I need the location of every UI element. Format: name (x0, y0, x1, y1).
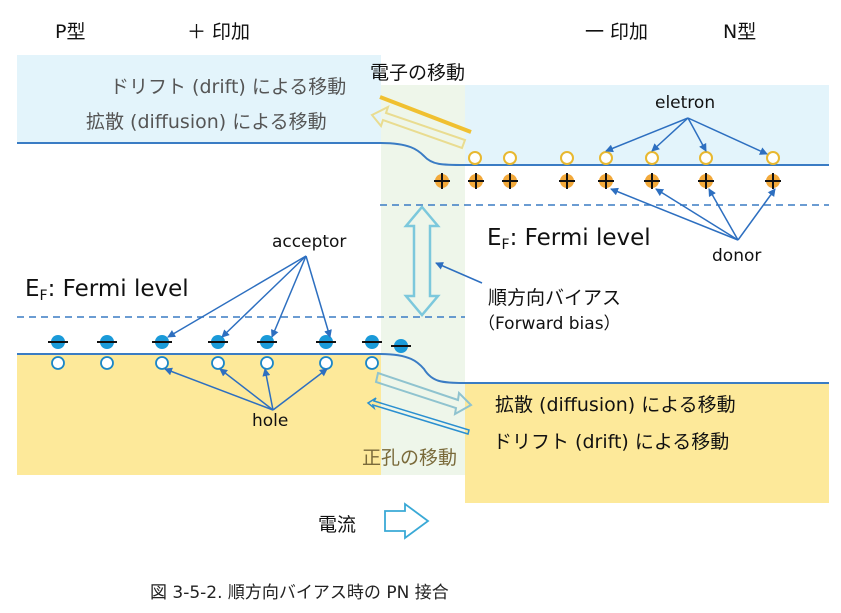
electron-circle (599, 151, 613, 165)
forward-bias-double-arrow (403, 205, 441, 317)
donor-pointer-arrow (708, 188, 739, 241)
electron-circle (468, 151, 482, 165)
n-conduction-band-region (465, 85, 829, 165)
hole-drift-label: ドリフト (drift) による移動 (493, 431, 730, 453)
electron-circle (699, 151, 713, 165)
electron-drift-arrow (379, 95, 472, 134)
hole-diffusion-label: 拡散 (diffusion) による移動 (495, 394, 736, 416)
hole-pointer-arrow (219, 368, 274, 411)
holes (51, 356, 379, 370)
electron-movement-title: 電子の移動 (370, 62, 466, 84)
electron-circle (560, 151, 574, 165)
hole-circle (260, 356, 274, 370)
donor-ion (502, 173, 518, 189)
fermi-subscript: F (39, 288, 48, 304)
acceptor-ion (97, 335, 117, 349)
acceptor-ion (316, 335, 336, 349)
hole-pointer-arrow (164, 367, 274, 411)
pointer-arrows (164, 117, 776, 411)
fermi-level-label-p: EF: Fermi level (25, 276, 189, 304)
electron-circle (503, 151, 517, 165)
donors (434, 173, 781, 189)
fermi-text: : Fermi level (47, 276, 189, 302)
donor-ion (598, 173, 614, 189)
acceptor-ion (208, 335, 228, 349)
acceptor-label: acceptor (272, 232, 347, 252)
donor-pointer-arrow (655, 188, 739, 241)
hole-circle (155, 356, 169, 370)
hole-circle (51, 356, 65, 370)
fermi-symbol: E (25, 276, 40, 302)
acceptor-pointer-arrow (271, 255, 307, 338)
electron-pointer-arrow (605, 117, 689, 153)
donor-pointer-arrow (737, 188, 776, 241)
donor-pointer-arrow (610, 187, 739, 241)
hole-movement-title: 正孔の移動 (362, 447, 458, 469)
valence-band-edge (17, 353, 829, 384)
donor-ion (434, 173, 450, 189)
forward-bias-label: 順方向バイアス (488, 287, 622, 309)
electron-diffusion-arrow (370, 105, 467, 150)
electrons (468, 151, 780, 165)
forward-bias-en-label: （Forward bias） (478, 314, 621, 334)
electron-drift-label: ドリフト (drift) による移動 (110, 76, 347, 98)
acceptor-ion (362, 335, 382, 349)
electron-diffusion-label: 拡散 (diffusion) による移動 (86, 111, 327, 133)
current-label: 電流 (318, 514, 357, 536)
electron-pointer-arrow (687, 117, 768, 155)
hole-circle (365, 356, 379, 370)
minus-applied-label: 一 印加 (585, 21, 649, 43)
current-arrow (384, 502, 430, 540)
hole-pointer-arrow (262, 368, 274, 411)
fermi-symbol: E (487, 225, 502, 251)
fermi-subscript: F (501, 237, 510, 253)
hole-circle (319, 356, 333, 370)
forward-bias-pointer (435, 262, 483, 284)
donor-label: donor (712, 246, 762, 266)
electron-pointer-arrow (651, 117, 689, 152)
acceptor-ion (257, 335, 277, 349)
hole-circle (100, 356, 114, 370)
acceptors (48, 335, 411, 353)
n-valence-band-region (465, 383, 829, 503)
donor-ion (698, 173, 714, 189)
electron-label: eletron (655, 93, 716, 113)
p-valence-band-region (17, 354, 381, 475)
hole-pointer-arrow (272, 368, 328, 411)
figure-caption: 図 3-5-2. 順方向バイアス時の PN 接合 (150, 583, 449, 603)
fermi-level-label-n: EF: Fermi level (487, 225, 651, 253)
acceptor-ion (391, 339, 411, 353)
p-conduction-band-region (17, 55, 381, 143)
electron-circle (645, 151, 659, 165)
donor-ion (468, 173, 484, 189)
electron-pointer-arrow (687, 117, 707, 152)
acceptor-ion (152, 335, 172, 349)
acceptor-pointer-arrow (305, 255, 332, 338)
acceptor-pointer-arrow (221, 255, 307, 338)
donor-ion (765, 173, 781, 189)
donor-ion (559, 173, 575, 189)
fermi-text: : Fermi level (509, 225, 651, 251)
n-type-label: N型 (723, 21, 757, 43)
acceptor-ion (48, 335, 68, 349)
p-type-label: P型 (55, 21, 86, 43)
electron-circle (766, 151, 780, 165)
plus-applied-label: ＋ 印加 (187, 21, 251, 43)
donor-ion (644, 173, 660, 189)
hole-diffusion-arrow (374, 371, 473, 416)
conduction-band-edge (17, 142, 829, 166)
acceptor-pointer-arrow (167, 255, 307, 338)
depletion-region (381, 85, 465, 475)
hole-label: hole (252, 411, 289, 431)
hole-drift-arrow (366, 397, 470, 435)
hole-circle (211, 356, 225, 370)
